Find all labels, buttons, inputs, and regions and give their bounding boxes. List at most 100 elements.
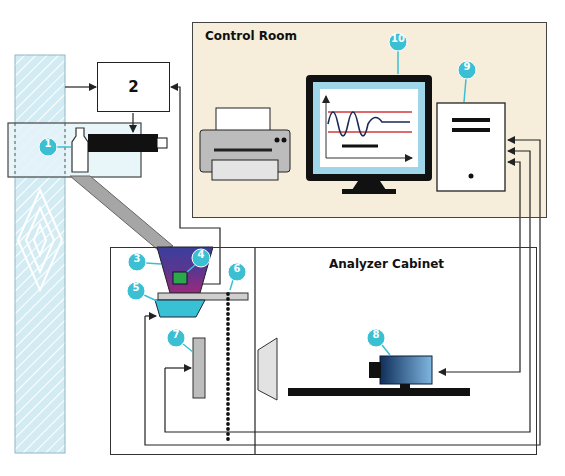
controller-box-ground <box>97 62 170 112</box>
level-sensor <box>173 272 187 284</box>
sample-chute <box>70 176 173 250</box>
stream-dot <box>226 422 230 426</box>
callout-number: 3 <box>128 253 146 271</box>
callout-circle <box>127 282 145 300</box>
callout-number: 1 <box>39 138 57 156</box>
printer-tray <box>212 160 278 180</box>
stream-dot <box>226 387 230 391</box>
signal-wire <box>132 113 133 132</box>
stream-dot <box>226 337 230 341</box>
box-number: 2 <box>128 78 138 96</box>
callout-circle <box>39 138 57 156</box>
callout-number: 6 <box>228 263 246 281</box>
stream-dot <box>226 352 230 356</box>
stream-dot <box>226 372 230 376</box>
stream-dot <box>226 397 230 401</box>
stream-dot <box>226 312 230 316</box>
stream-dot <box>226 327 230 331</box>
printer-slot <box>214 149 272 152</box>
control-room-ground <box>192 22 547 218</box>
sample-plate <box>158 293 248 300</box>
computer-tower <box>437 103 505 191</box>
stream-dot <box>226 297 230 301</box>
stream-dot <box>226 362 230 366</box>
data-wire <box>145 315 156 316</box>
leader-line <box>464 79 466 102</box>
printer-button <box>275 138 280 143</box>
callout-circle <box>128 253 146 271</box>
stream-dot <box>226 332 230 336</box>
feeder <box>155 300 205 317</box>
leader-line <box>146 263 161 264</box>
stream-dot <box>226 402 230 406</box>
actuator <box>88 134 158 152</box>
monitor-bezel <box>313 82 425 174</box>
camera-lens <box>369 362 381 378</box>
drive-bay <box>452 118 490 122</box>
chart-axis <box>326 96 327 158</box>
data-wire <box>165 151 530 432</box>
stream-dot <box>226 417 230 421</box>
callout-circle <box>192 249 210 267</box>
camera-rail <box>288 388 470 396</box>
data-wire <box>165 367 191 368</box>
callout-circle <box>389 33 407 51</box>
hidden-edge <box>65 123 66 177</box>
callout-number: 10 <box>389 33 407 51</box>
process-stack <box>15 55 65 453</box>
area-title: Control Room <box>205 29 297 43</box>
leader-line <box>397 51 399 74</box>
cabinet-divider <box>254 247 255 455</box>
sample-funnel <box>157 247 213 293</box>
stream-dot <box>226 342 230 346</box>
analyzer-cabinet-ground <box>110 247 537 455</box>
power-button <box>469 174 474 179</box>
callout-number: 4 <box>192 249 210 267</box>
area-title: Analyzer Cabinet <box>329 257 444 271</box>
chart-bar <box>342 145 378 148</box>
viewing-window <box>258 338 277 400</box>
hidden-edge <box>15 123 16 177</box>
camera-mount <box>400 384 410 388</box>
monitor-base <box>342 189 396 194</box>
stream-dot <box>226 377 230 381</box>
stream-dot <box>226 382 230 386</box>
sample-stream <box>226 292 230 441</box>
stream-dot <box>226 432 230 436</box>
callout-circle <box>458 61 476 79</box>
monitor-screen <box>320 89 418 167</box>
stream-dot <box>226 292 230 296</box>
stack-pattern <box>18 190 62 290</box>
monitor-stand <box>352 181 386 190</box>
leader-line <box>57 146 71 148</box>
reference-plate <box>193 338 205 398</box>
stream-dot <box>226 392 230 396</box>
callout-number: 7 <box>167 329 185 347</box>
sampler <box>72 128 88 172</box>
stream-dot <box>226 407 230 411</box>
signal-wire-trace <box>171 87 220 284</box>
stack-pattern <box>34 225 46 255</box>
stream-dot <box>226 367 230 371</box>
chart-limit <box>328 111 412 112</box>
stream-dot <box>226 412 230 416</box>
stream-dot <box>226 347 230 351</box>
callout-number: 5 <box>127 282 145 300</box>
stream-dot <box>226 427 230 431</box>
chart-axis <box>326 158 412 159</box>
stream-dot <box>226 322 230 326</box>
callout-circle <box>367 329 385 347</box>
chart-curve <box>328 112 410 136</box>
monitor-frame <box>306 75 432 181</box>
controller-box: 2 <box>97 62 170 112</box>
camera-body <box>380 356 432 384</box>
callout-number: 9 <box>458 61 476 79</box>
stream-dot <box>226 437 230 441</box>
stream-dot <box>226 302 230 306</box>
callout-markers <box>39 33 476 355</box>
stream-dot <box>226 307 230 311</box>
printer-button <box>282 138 287 143</box>
stream-dot <box>226 357 230 361</box>
